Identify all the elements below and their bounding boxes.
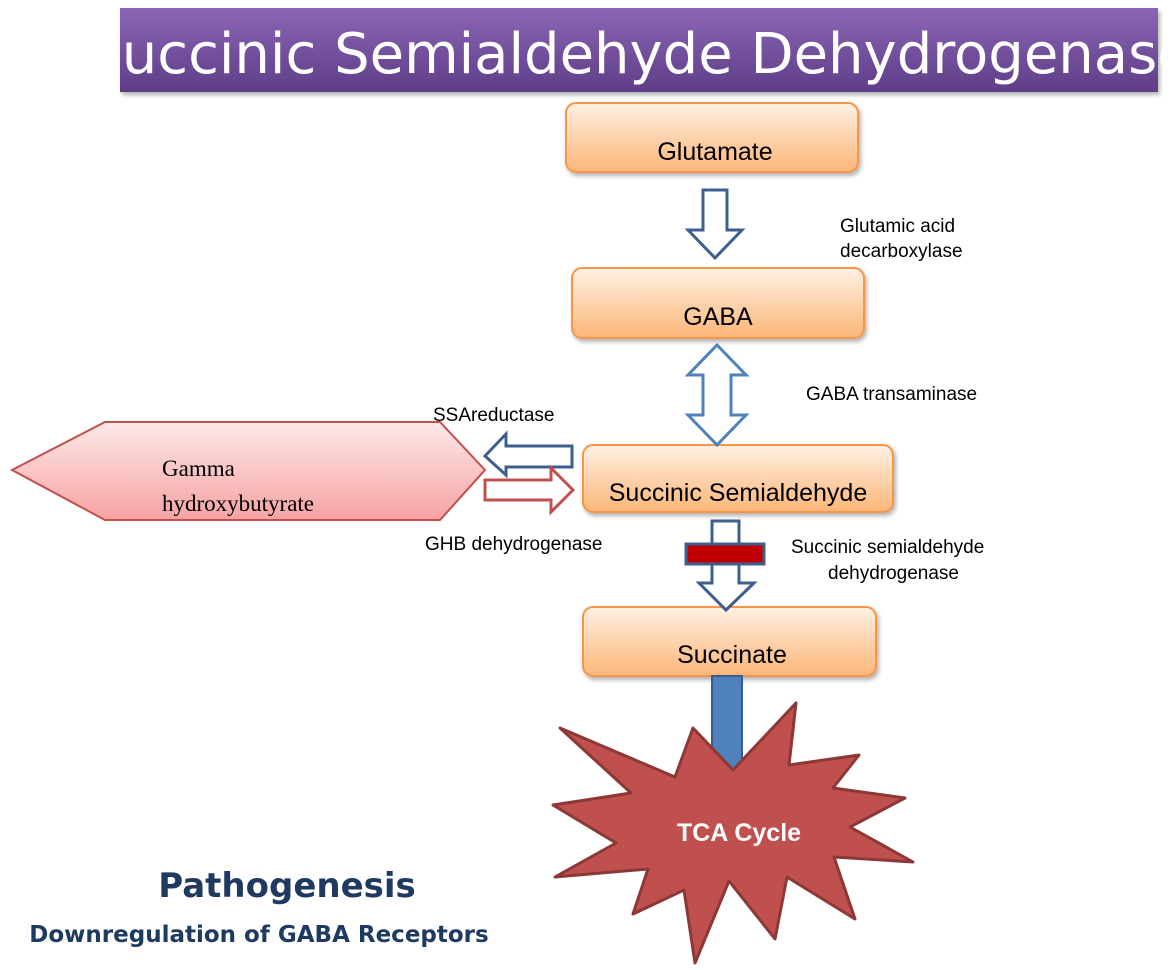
node-succinate: Succinate	[582, 606, 877, 677]
enzyme-ssa-reductase: SSAreductase	[433, 405, 554, 426]
node-gamma-hydroxybutyrate: Gamma hydroxybutyrate	[9, 421, 487, 521]
node-tca-cycle: TCA Cycle	[551, 701, 915, 965]
enzyme-ghb-dh: GHB dehydrogenase	[425, 534, 602, 555]
footer-subheading: Downregulation of GABA Receptors	[29, 922, 488, 948]
gaba-label: GABA	[683, 303, 753, 331]
node-glutamate: Glutamate	[565, 102, 859, 173]
node-succinic-semialdehyde: Succinic Semialdehyde	[582, 444, 894, 513]
left-arrow-icon	[482, 430, 574, 479]
glutamate-label: Glutamate	[657, 138, 772, 166]
node-gaba: GABA	[571, 267, 865, 339]
enzyme-gaba-t: GABA transaminase	[806, 384, 977, 405]
right-arrow-icon	[483, 464, 576, 516]
tca-label: TCA Cycle	[677, 819, 801, 847]
title-text: Succinic Semialdehyde Dehydrogenase	[86, 22, 1170, 87]
ghb-label-line1: Gamma	[162, 456, 235, 481]
title-banner: Succinic Semialdehyde Dehydrogenase	[86, 8, 1170, 92]
ssa-label: Succinic Semialdehyde	[609, 479, 867, 507]
enzyme-ssadh-line1: Succinic semialdehyde	[791, 537, 984, 558]
enzyme-ssadh-line2: dehydrogenase	[828, 563, 959, 584]
footer-heading: Pathogenesis	[158, 866, 416, 906]
succinate-label: Succinate	[677, 641, 787, 669]
block-bar-icon	[684, 542, 766, 566]
double-arrow-icon	[684, 342, 750, 448]
enzyme-gad-line1: Glutamic acid	[840, 216, 955, 237]
down-arrow-icon	[684, 188, 746, 261]
enzyme-gad-line2: decarboxylase	[840, 241, 963, 262]
ghb-label-line2: hydroxybutyrate	[162, 491, 314, 516]
